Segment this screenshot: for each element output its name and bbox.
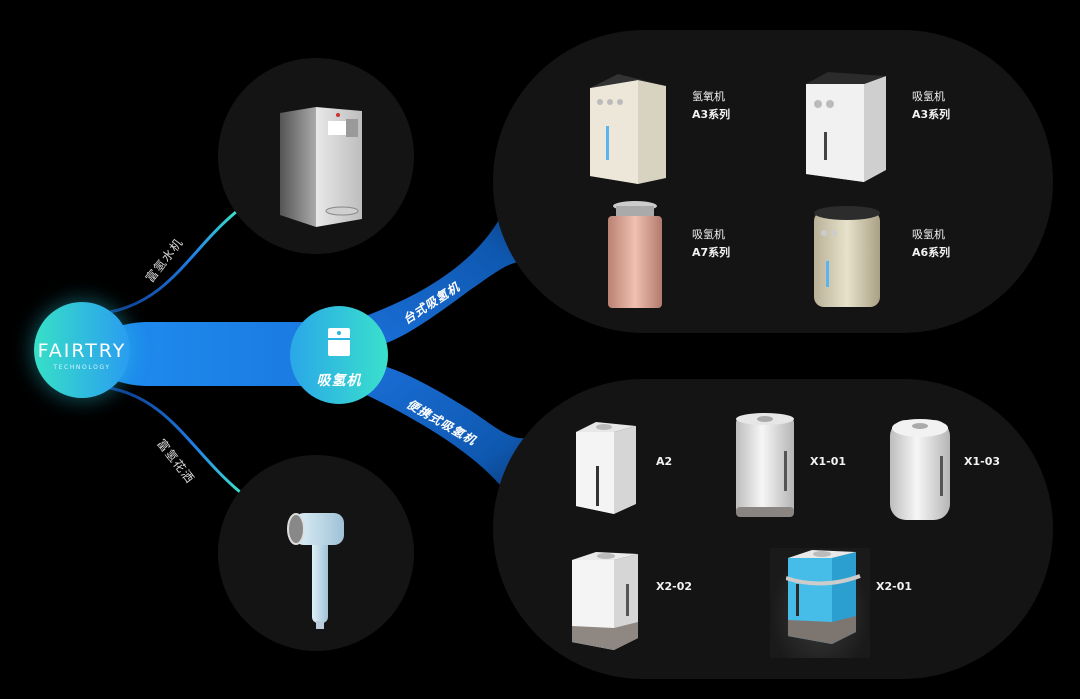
connector-main-band — [90, 318, 330, 390]
hydrogen-inhaler-hub[interactable]: 吸氢机 — [290, 306, 388, 404]
brand-logo[interactable]: FAIRTRY TECHNOLOGY — [34, 302, 130, 398]
product-model: X1-01 — [810, 455, 847, 468]
a2-image — [576, 422, 636, 514]
a6-inhaler-image — [814, 206, 880, 307]
x1-01-image — [736, 413, 794, 517]
product-type: 吸氢机 — [912, 90, 945, 103]
water-dispenser-image — [280, 107, 362, 227]
brand-name: FAIRTRY — [37, 340, 127, 362]
connector-portable-band — [360, 365, 540, 497]
a3-oxyhydrogen-image — [590, 74, 666, 184]
product-type: 吸氢机 — [912, 228, 945, 241]
a3-inhaler-image — [806, 72, 886, 182]
product-model: A2 — [656, 455, 673, 468]
product-model: X1-03 — [964, 455, 1001, 468]
hydrogen-inhaler-icon — [328, 328, 350, 356]
hub-label: 吸氢机 — [316, 373, 362, 389]
water-machine-card[interactable] — [218, 58, 414, 254]
product-type: 吸氢机 — [692, 228, 725, 241]
x2-01-image — [786, 550, 861, 644]
product-model: X2-01 — [876, 580, 913, 593]
shower-card[interactable] — [218, 455, 414, 651]
product-series: A6系列 — [912, 246, 951, 259]
connector-shower — [109, 386, 241, 494]
product-series: A3系列 — [912, 108, 951, 121]
x1-03-image — [890, 419, 950, 520]
product-model: X2-02 — [656, 580, 693, 593]
product-series: A3系列 — [692, 108, 731, 121]
a7-inhaler-image — [608, 201, 662, 308]
x2-02-image — [572, 552, 638, 650]
brand-subtitle: TECHNOLOGY — [53, 364, 111, 371]
desktop-products-panel — [493, 30, 1053, 333]
product-series: A7系列 — [692, 246, 731, 259]
shower-head-image — [287, 513, 344, 629]
connector-water-machine — [109, 210, 237, 314]
connector-desktop-band — [360, 201, 540, 345]
product-type: 氢氧机 — [692, 90, 725, 103]
